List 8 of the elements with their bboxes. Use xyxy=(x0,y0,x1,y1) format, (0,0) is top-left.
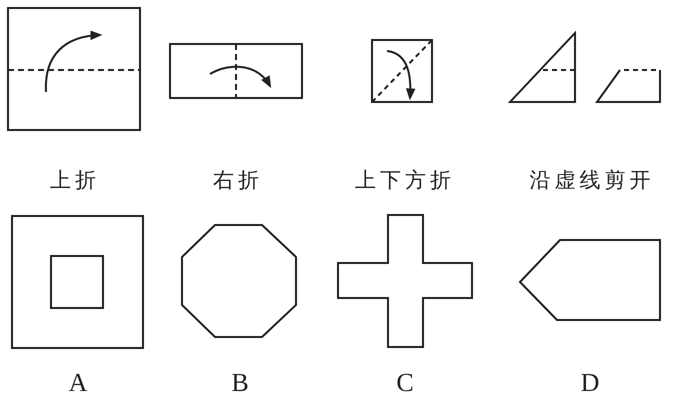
step-caption: 上下方折 xyxy=(355,167,455,194)
step-caption: 右折 xyxy=(213,167,263,194)
option-letter: C xyxy=(396,368,414,398)
option-letter: D xyxy=(580,368,600,398)
step-caption: 上折 xyxy=(50,167,100,194)
step-caption: 沿虚线剪开 xyxy=(530,167,654,194)
option-letter: A xyxy=(68,368,88,398)
option-letter: B xyxy=(231,368,249,398)
